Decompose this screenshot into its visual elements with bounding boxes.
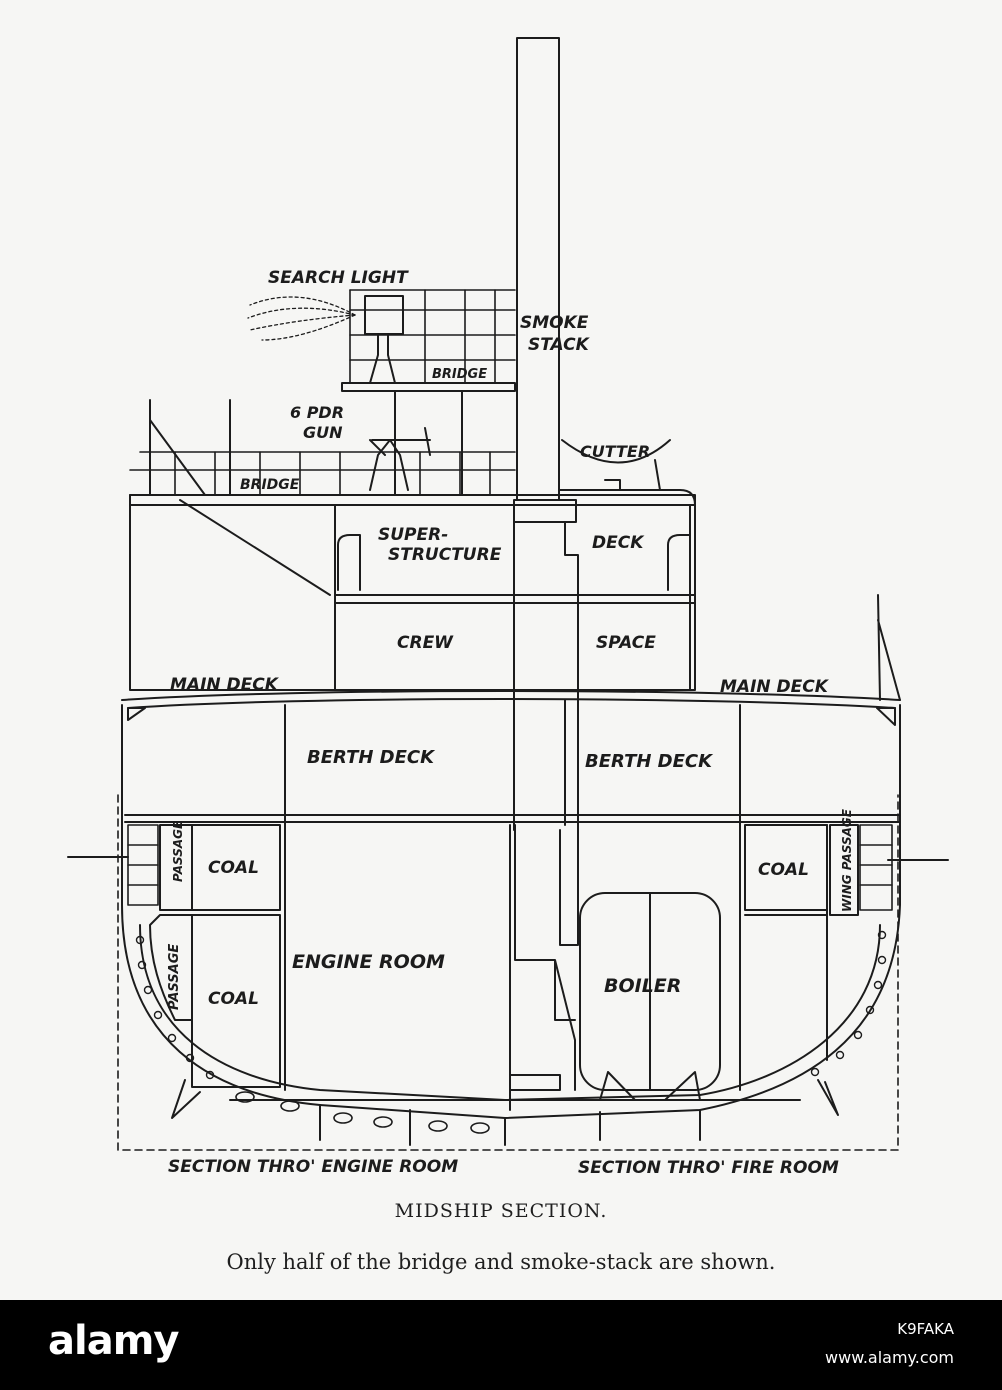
vent-right	[667, 534, 691, 591]
wing-passage	[829, 824, 859, 916]
bilge-keel-right	[817, 1079, 839, 1116]
bilge-keel-left	[171, 1079, 201, 1119]
site-link[interactable]: www.alamy.com	[825, 1348, 954, 1367]
midship-section-diagram: SEARCH LIGHT SMOKE STACK BRIDGE 6 PDR GU…	[67, 37, 949, 1178]
searchlight-stand	[369, 333, 396, 384]
caption-subtitle: Only half of the bridge and smoke-stack …	[226, 1250, 776, 1274]
alamy-logo[interactable]: alamy	[48, 1318, 179, 1364]
section-fire-label: SECTION THRO' FIRE ROOM	[578, 1158, 839, 1178]
engine-room-label: ENGINE ROOM	[292, 951, 445, 973]
crew-label: CREW	[397, 633, 454, 653]
lower-bridge-label: BRIDGE	[240, 477, 300, 493]
passage-lower-left	[149, 914, 193, 1021]
passage-label-lower: PASSAGE	[167, 944, 182, 1010]
mast-right	[877, 594, 901, 701]
smoke-stack-label-line2: STACK	[528, 335, 591, 355]
image-id: K9FAKA	[897, 1320, 954, 1338]
superstructure-label-line1: SUPER-	[378, 525, 448, 545]
deck-label: DECK	[592, 533, 645, 553]
berth-deck-label-right: BERTH DECK	[585, 751, 714, 772]
upper-bridge-label: BRIDGE	[432, 367, 487, 382]
keel	[319, 1104, 701, 1146]
deck-knee-left	[127, 707, 146, 721]
space-label: SPACE	[596, 633, 656, 653]
wing-passage-label: WING PASSAGE	[840, 808, 854, 912]
vent-left	[337, 534, 361, 591]
stack-base	[509, 1074, 561, 1091]
gun-label-line1: 6 PDR	[290, 403, 344, 422]
main-deck-label-right: MAIN DECK	[720, 677, 830, 697]
smoke-stack-label-line1: SMOKE	[520, 313, 589, 333]
coal-label-lower-left: COAL	[208, 989, 259, 1009]
stack-collar	[513, 499, 577, 523]
searchlight-beam	[247, 296, 356, 341]
main-deck-label-left: MAIN DECK	[170, 675, 280, 695]
upper-bridge-deck	[341, 382, 516, 392]
gun-label-line2: GUN	[303, 423, 343, 442]
side-armor-left	[127, 824, 159, 906]
passage-upper-left	[159, 824, 193, 911]
coal-label-upper-left: COAL	[208, 858, 259, 878]
bridge-stanchions	[149, 399, 231, 496]
uptake	[514, 824, 576, 1091]
cutter-davit	[604, 459, 661, 491]
berth-deck-label-left: BERTH DECK	[307, 747, 436, 768]
boiler-saddle-left	[599, 1071, 636, 1101]
smoke-stack	[516, 37, 560, 501]
superstructure-label-line2: STRUCTURE	[388, 545, 502, 565]
stack-lower	[513, 521, 579, 946]
search-light-label: SEARCH LIGHT	[268, 268, 409, 288]
dashed-frame	[117, 794, 899, 1151]
main-deck-line-2	[127, 698, 896, 709]
frame-rivets-right	[810, 930, 887, 1077]
caption-title: MIDSHIP SECTION.	[394, 1200, 608, 1222]
boiler-label: BOILER	[604, 975, 681, 997]
coal-label-right: COAL	[758, 860, 809, 880]
searchlight-body	[364, 295, 404, 335]
bridge-brace	[179, 499, 331, 596]
superstructure-rail	[559, 489, 696, 506]
bridge-railing	[129, 451, 516, 496]
upper-bridge-posts	[394, 390, 463, 496]
gun-mount	[369, 427, 431, 491]
cutter-label: CUTTER	[580, 442, 650, 461]
side-armor-right	[859, 824, 893, 911]
frame-rivets-left	[135, 935, 215, 1080]
boiler-saddle-right	[664, 1071, 701, 1101]
passage-label-upper: PASSAGE	[171, 820, 185, 882]
manholes	[235, 1091, 490, 1134]
deck-knee-right	[876, 707, 896, 726]
section-engine-label: SECTION THRO' ENGINE ROOM	[168, 1157, 458, 1177]
footer-bar: alamy K9FAKA www.alamy.com	[0, 1300, 1002, 1390]
cutter-boat	[561, 439, 671, 464]
